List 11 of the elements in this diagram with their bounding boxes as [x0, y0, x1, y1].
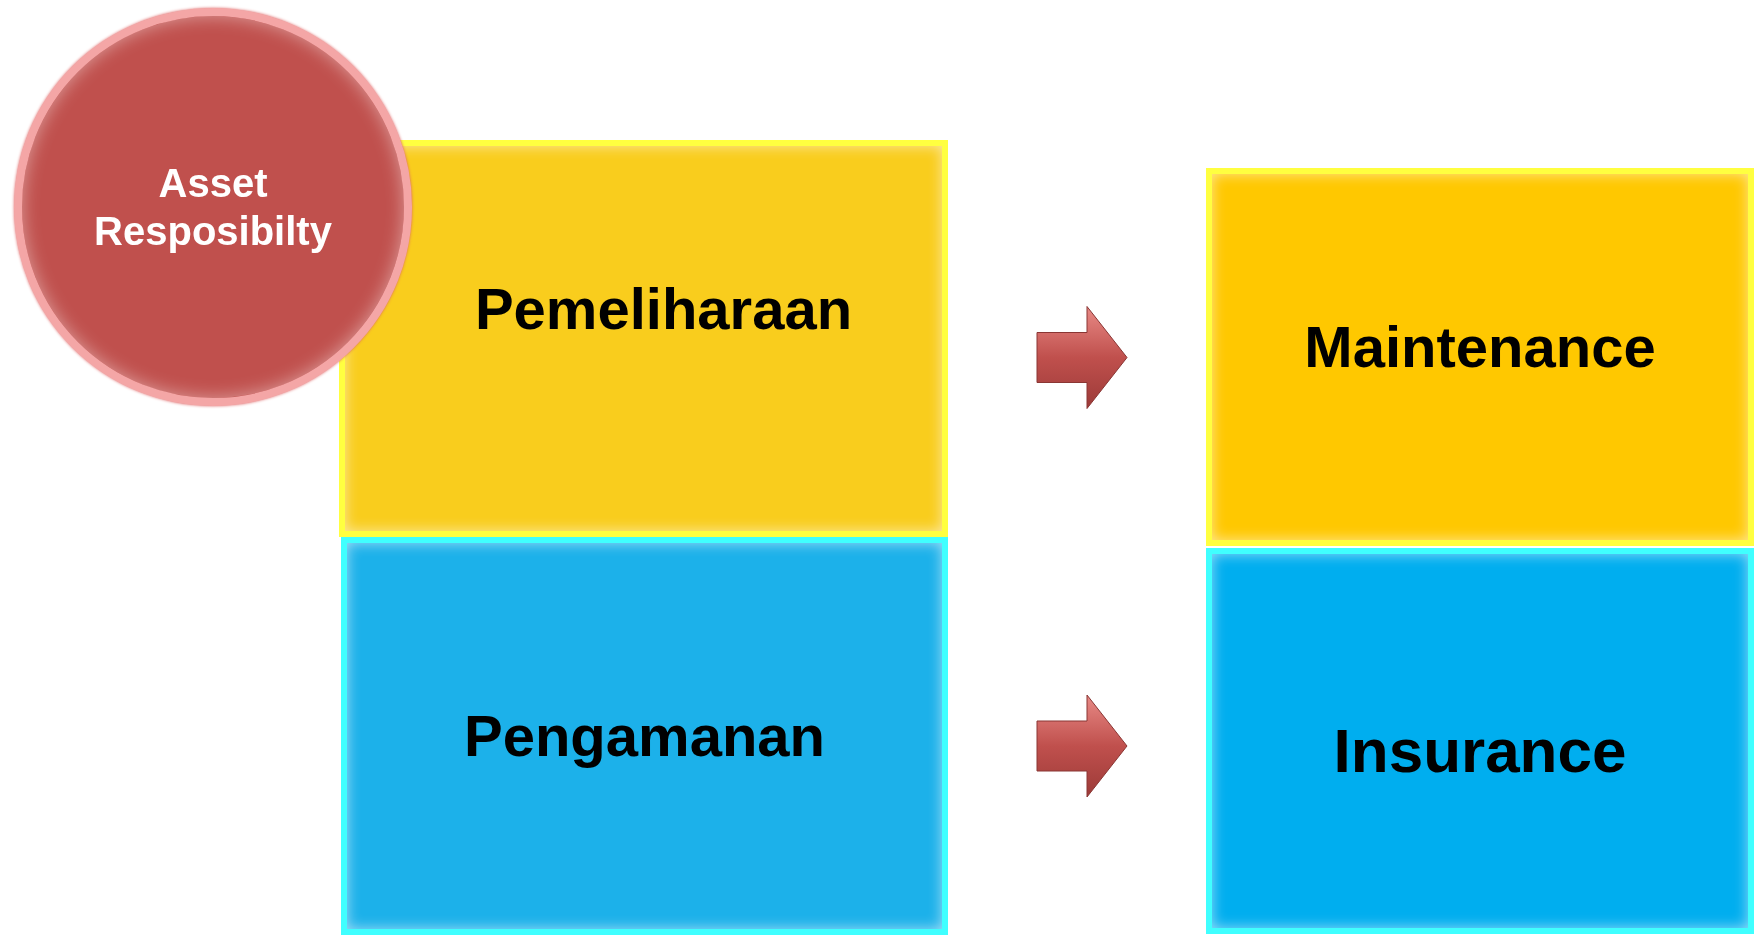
box-label: Asset Resposibilty	[93, 160, 333, 255]
colored-box	[341, 537, 948, 935]
block-arrow	[1036, 694, 1128, 798]
box-label: Maintenance	[1304, 313, 1656, 382]
box-label: Pemeliharaan	[474, 274, 853, 343]
block-arrow	[1036, 306, 1128, 409]
colored-box	[339, 140, 948, 537]
colored-box	[1206, 168, 1754, 546]
box-label: Insurance	[1333, 714, 1627, 787]
box-label: Pengamanan	[464, 702, 825, 771]
colored-box	[1206, 548, 1754, 934]
